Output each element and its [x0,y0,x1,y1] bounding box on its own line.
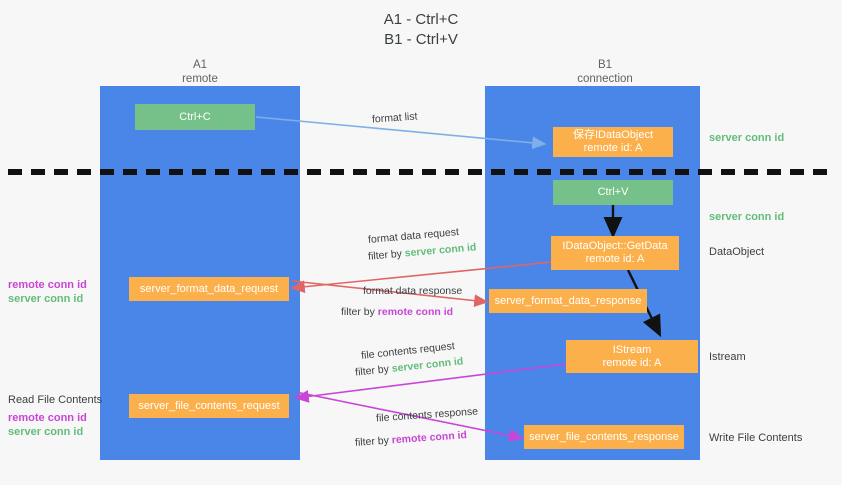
left-label-read-file-contents: Read File Contents [8,394,103,406]
caption-file-contents-request-filter-prefix: filter by [354,362,393,379]
caption-format-data-request-filter-value: server conn id [404,241,477,260]
node-ctrl-v-label: Ctrl+V [597,186,629,198]
column-a1-subtitle: remote [182,73,218,85]
column-header-b1: B1 connection [525,58,685,86]
node-server-format-data-response[interactable]: server_format_data_response [489,289,647,313]
right-label-dataobject: DataObject [709,246,765,258]
node-save-idataobject-line1: 保存IDataObject [572,129,654,141]
node-save-idataobject[interactable]: 保存IDataObject remote id: A [553,127,673,157]
node-istream[interactable]: IStream remote id: A [566,340,698,373]
caption-file-contents-response-filter-value: remote conn id [391,429,468,447]
column-b1-name: B1 [597,59,613,71]
caption-format-data-response-filter: filter by remote conn id [341,306,453,319]
left-label-group-1: remote conn id server conn id [8,278,87,306]
title-line-2: B1 - Ctrl+V [384,31,458,48]
caption-format-list: format list [371,110,418,126]
caption-file-contents-response: file contents response [375,405,479,425]
right-label-server-conn-id-1: server conn id [709,132,785,144]
caption-file-contents-response-filter: filter by remote conn id [355,429,468,450]
caption-format-data-response-filter-value: remote conn id [377,306,454,318]
left-label-server-conn-id-1: server conn id [8,293,84,305]
left-label-remote-conn-id-1: remote conn id [8,279,87,291]
node-ctrl-c[interactable]: Ctrl+C [135,104,255,130]
node-server-file-contents-response[interactable]: server_file_contents_response [524,425,684,449]
node-server-file-contents-request-label: server_file_contents_request [138,399,280,412]
caption-format-data-request-filter-prefix: filter by [367,247,406,263]
column-a1-name: A1 [192,59,208,71]
node-getdata-line2: remote id: A [585,253,645,265]
right-label-write-file-contents: Write File Contents [709,432,803,444]
node-ctrl-v[interactable]: Ctrl+V [553,180,673,205]
caption-file-contents-response-filter-prefix: filter by [354,434,393,449]
node-save-idataobject-line2: remote id: A [583,142,643,154]
left-label-server-conn-id-2: server conn id [8,426,84,438]
right-label-istream: Istream [709,351,746,363]
node-getdata-line1: IDataObject::GetData [562,240,668,252]
left-label-remote-conn-id-2: remote conn id [8,412,87,424]
node-ctrl-c-label: Ctrl+C [179,110,211,123]
node-istream-line1: IStream [612,343,652,356]
column-b1-subtitle: connection [577,73,633,85]
title-line-1: A1 - Ctrl+C [383,11,459,28]
left-label-group-2: remote conn id server conn id [8,411,87,439]
caption-format-data-response-filter-prefix: filter by [341,306,378,318]
node-server-format-data-request[interactable]: server_format_data_request [129,277,289,301]
page-title: A1 - Ctrl+C B1 - Ctrl+V [0,10,842,50]
right-label-server-conn-id-2: server conn id [709,211,785,223]
node-getdata[interactable]: IDataObject::GetData remote id: A [551,236,679,270]
caption-format-data-response: format data response [363,285,463,297]
node-istream-line2: remote id: A [602,356,662,369]
column-header-a1: A1 remote [120,58,280,86]
node-server-format-data-response-label: server_format_data_response [494,294,642,307]
node-server-file-contents-request[interactable]: server_file_contents_request [129,394,289,418]
node-server-file-contents-response-label: server_file_contents_response [529,430,679,443]
node-server-format-data-request-label: server_format_data_request [139,282,279,295]
